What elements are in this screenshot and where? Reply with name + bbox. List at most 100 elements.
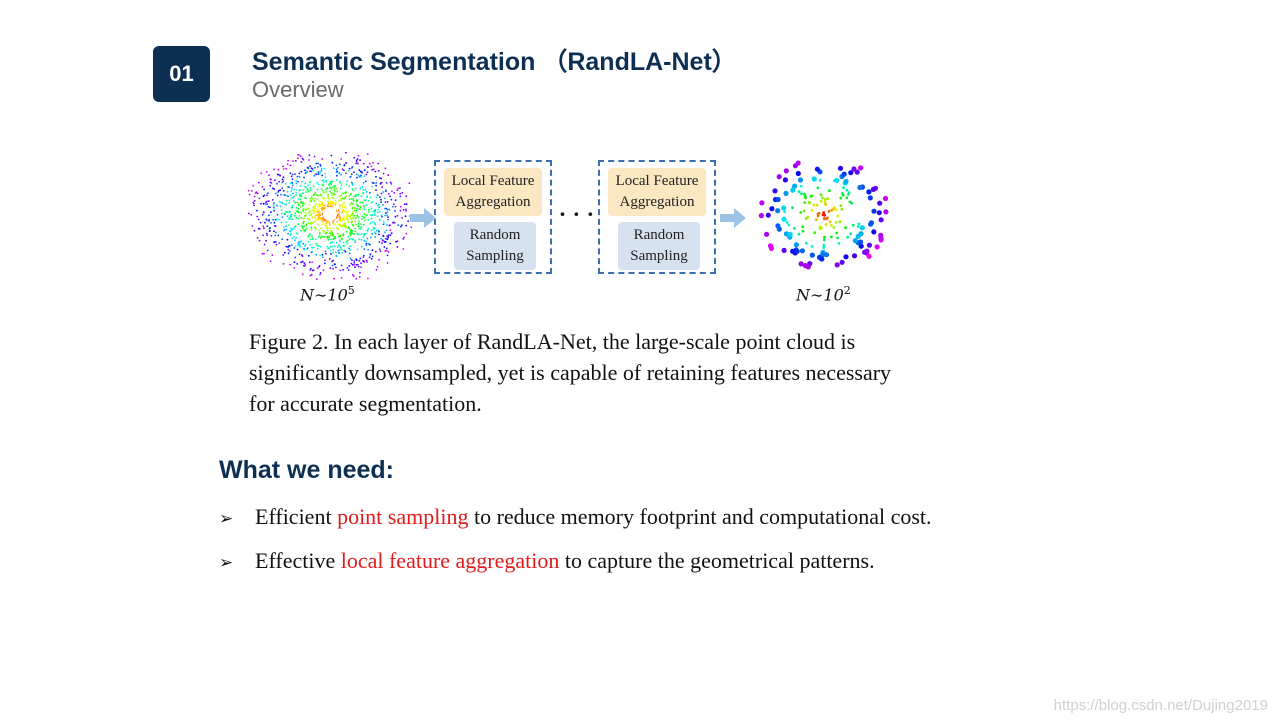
point bbox=[324, 176, 327, 179]
point bbox=[269, 181, 272, 184]
point bbox=[266, 194, 268, 197]
point bbox=[367, 219, 370, 221]
point bbox=[346, 239, 349, 242]
point bbox=[289, 164, 292, 167]
point bbox=[820, 196, 824, 200]
point bbox=[345, 172, 347, 175]
point bbox=[330, 249, 332, 252]
point bbox=[324, 172, 327, 175]
point bbox=[797, 177, 804, 183]
point bbox=[303, 229, 306, 232]
point bbox=[369, 222, 372, 225]
point bbox=[322, 269, 325, 272]
point bbox=[291, 244, 293, 247]
point bbox=[347, 210, 350, 213]
point bbox=[346, 211, 348, 213]
point bbox=[338, 248, 341, 251]
point bbox=[846, 235, 849, 239]
point bbox=[827, 210, 831, 213]
point bbox=[349, 203, 352, 206]
point bbox=[331, 264, 334, 267]
highlight-text: point sampling bbox=[337, 504, 469, 529]
point bbox=[278, 218, 280, 221]
point bbox=[386, 214, 388, 217]
point bbox=[405, 232, 408, 235]
point bbox=[309, 200, 311, 203]
point bbox=[351, 259, 353, 261]
point bbox=[359, 208, 362, 210]
point bbox=[321, 179, 323, 182]
point bbox=[314, 197, 316, 200]
point bbox=[382, 240, 384, 242]
point bbox=[363, 234, 366, 237]
point bbox=[264, 221, 266, 224]
point bbox=[282, 263, 285, 265]
point bbox=[839, 196, 843, 200]
point bbox=[314, 205, 317, 207]
point bbox=[331, 180, 334, 183]
point bbox=[279, 189, 282, 192]
point bbox=[334, 193, 336, 196]
point bbox=[353, 209, 356, 212]
point bbox=[351, 220, 353, 222]
point bbox=[399, 209, 402, 212]
point bbox=[347, 235, 350, 238]
point bbox=[314, 213, 317, 216]
point bbox=[352, 203, 354, 206]
point bbox=[370, 236, 372, 239]
point bbox=[363, 207, 365, 209]
point bbox=[343, 216, 345, 219]
point bbox=[857, 184, 863, 191]
point bbox=[303, 202, 305, 205]
point bbox=[266, 249, 269, 252]
point bbox=[380, 177, 383, 180]
point bbox=[278, 180, 281, 183]
point bbox=[322, 191, 325, 194]
point bbox=[310, 228, 313, 231]
point bbox=[389, 229, 392, 232]
point bbox=[295, 179, 297, 182]
flow-arrow-icon bbox=[410, 208, 436, 228]
point bbox=[374, 223, 376, 226]
point bbox=[277, 173, 280, 176]
point bbox=[819, 256, 825, 262]
point bbox=[338, 172, 341, 175]
point bbox=[299, 185, 302, 188]
point bbox=[287, 232, 289, 235]
point bbox=[371, 168, 374, 171]
point bbox=[322, 208, 325, 210]
point bbox=[380, 201, 382, 204]
point bbox=[338, 211, 341, 213]
point bbox=[363, 169, 366, 172]
point bbox=[324, 250, 327, 253]
point bbox=[284, 183, 287, 185]
point bbox=[359, 271, 361, 274]
point bbox=[314, 203, 317, 205]
point bbox=[346, 219, 349, 222]
point bbox=[323, 204, 326, 207]
point bbox=[359, 170, 362, 173]
point bbox=[324, 233, 327, 235]
point bbox=[296, 201, 299, 204]
point bbox=[269, 184, 272, 187]
point bbox=[321, 254, 324, 256]
point bbox=[309, 222, 312, 225]
point bbox=[802, 209, 806, 213]
point bbox=[351, 211, 354, 213]
point bbox=[358, 238, 361, 241]
point bbox=[799, 211, 803, 214]
point bbox=[355, 209, 358, 212]
point bbox=[378, 206, 381, 209]
point bbox=[369, 191, 371, 194]
needs-item: ➢Effective local feature aggregation to … bbox=[219, 548, 875, 573]
point bbox=[306, 171, 308, 174]
point bbox=[374, 214, 377, 217]
point bbox=[871, 229, 877, 235]
point bbox=[324, 231, 326, 233]
point bbox=[267, 200, 270, 203]
point bbox=[275, 192, 277, 195]
point bbox=[322, 184, 324, 187]
point bbox=[359, 206, 362, 208]
point bbox=[286, 238, 289, 241]
point bbox=[389, 195, 391, 198]
